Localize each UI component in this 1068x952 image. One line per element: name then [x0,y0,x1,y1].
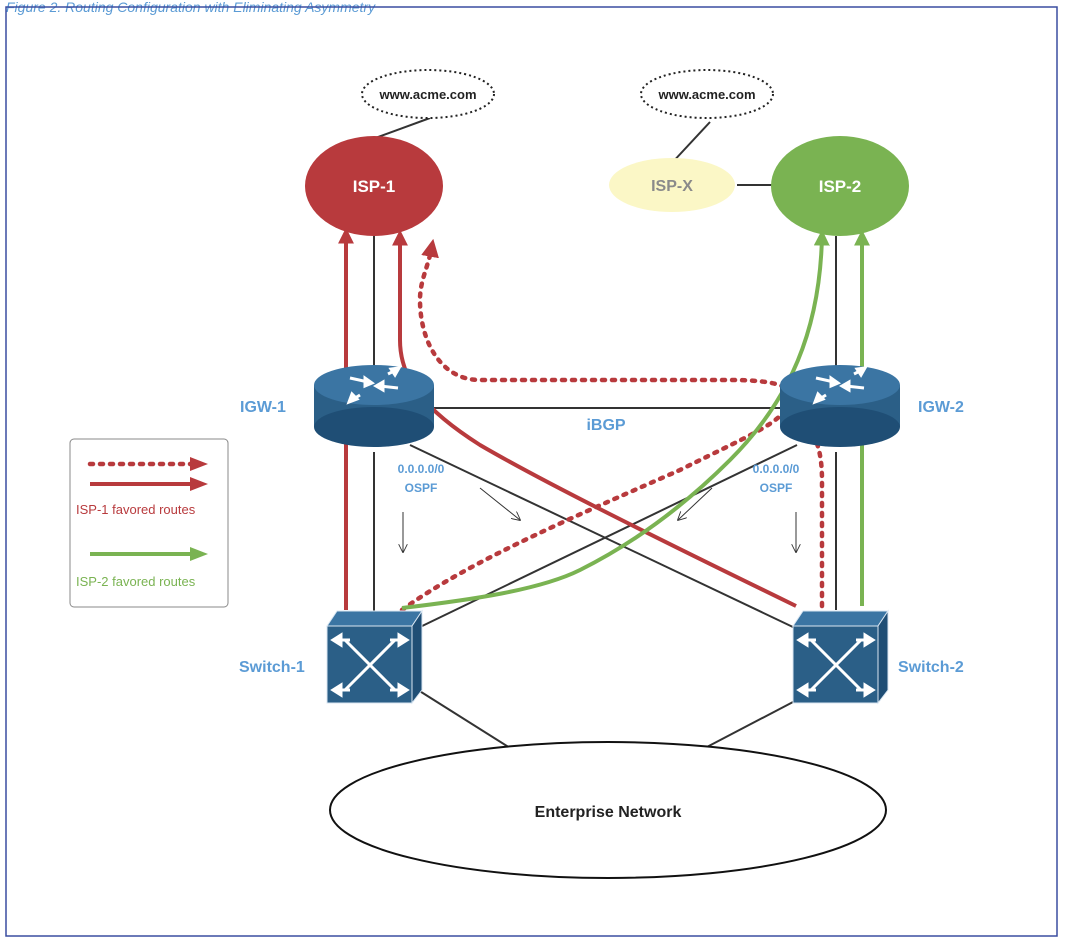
ispx-label: ISP-X [651,178,693,195]
switch2-label: Switch-2 [898,659,964,676]
switch2-device [792,609,889,705]
isp2-label: ISP-2 [819,177,862,196]
figure-frame [5,6,1058,937]
link-sw1-enterprise [417,689,511,749]
switch1-label: Switch-1 [239,659,305,676]
enterprise-network-node [329,741,887,879]
ospf-right-route: 0.0.0.0/0 [753,462,800,476]
igw2-label: IGW-2 [918,399,964,416]
switch1-device [326,609,423,705]
isp1-node [305,136,443,236]
enterprise-label: Enterprise Network [535,804,682,821]
ispx-node [609,158,735,212]
igw2-router [780,365,900,447]
ospf-right-proto: OSPF [760,481,793,495]
cloud-right-label: www.acme.com [657,87,755,102]
link-igw2-sw1 [417,444,798,629]
ospf-arrow-left-diag [479,487,520,520]
isp2-route-sw1 [401,229,830,610]
link-igw1-sw2 [409,444,796,629]
ospf-left-proto: OSPF [405,481,438,495]
isp1-label: ISP-1 [353,177,396,196]
link-sw2-enterprise [704,701,794,749]
legend-box [69,438,229,608]
cloud-right [640,69,774,119]
link-ispx-cloud [669,121,711,166]
ibgp-label: iBGP [586,417,625,434]
ospf-arrow-right-diag [678,487,713,520]
legend-isp2-label: ISP-2 favored routes [76,574,196,589]
legend [69,438,229,608]
cloud-left-label: www.acme.com [378,87,476,102]
ospf-left-route: 0.0.0.0/0 [398,462,445,476]
igw1-router [314,365,434,447]
ospf-flow-arrows [403,487,796,552]
isp2-node [771,136,909,236]
legend-isp1-label: ISP-1 favored routes [76,502,196,517]
igw1-label: IGW-1 [240,399,286,416]
cloud-left [361,69,495,119]
